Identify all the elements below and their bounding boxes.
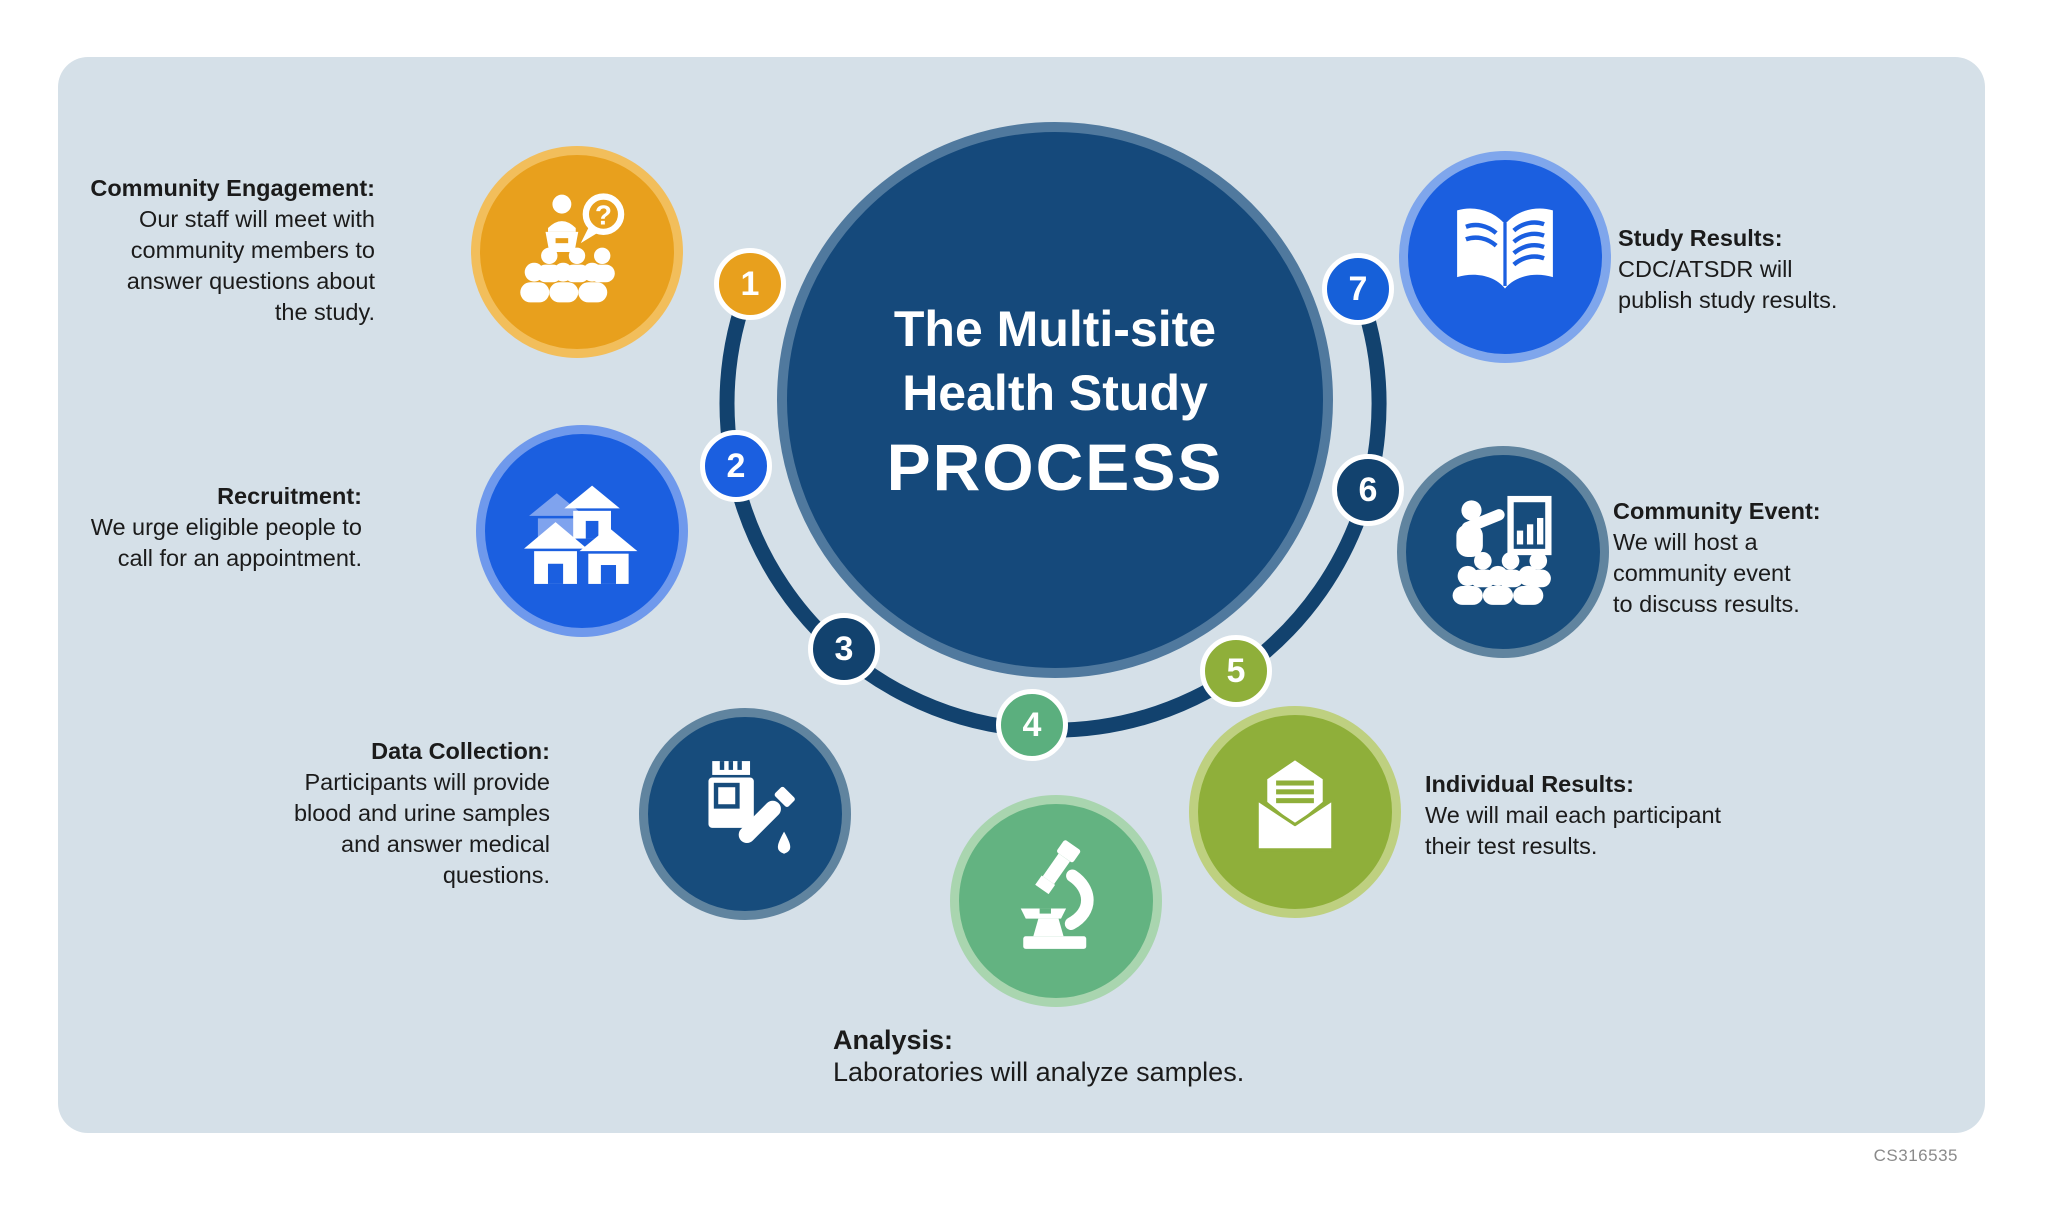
mail-envelope-icon <box>1255 760 1335 852</box>
houses-icon <box>524 485 638 584</box>
step-7-circle <box>1399 151 1611 363</box>
pill-bottle-test-tube-icon <box>708 761 795 854</box>
step-2-circle <box>476 425 688 637</box>
step-1-circle: ? <box>471 146 683 358</box>
step-1-description: Our staff will meet with community membe… <box>126 206 375 325</box>
step-4-circle <box>950 795 1162 1007</box>
open-book-icon <box>1457 208 1553 289</box>
step-1-label: Community Engagement: Our staff will mee… <box>60 173 375 328</box>
presentation-chart-icon <box>1452 495 1552 605</box>
step-3-circle <box>639 708 851 920</box>
step-2-description: We urge eligible people to call for an a… <box>90 514 362 571</box>
step-1-title: Community Engagement: <box>90 175 375 201</box>
step-3-badge: 3 <box>808 613 880 685</box>
step-3-label: Data Collection: Participants will provi… <box>245 736 550 891</box>
step-2-label: Recruitment: We urge eligible people to … <box>60 481 362 574</box>
step-6-title: Community Event: <box>1613 498 1821 524</box>
step-1-badge: 1 <box>714 248 786 320</box>
document-code: CS316535 <box>1873 1146 1958 1165</box>
page-title: The Multi-site Health Study PROCESS <box>777 297 1333 509</box>
step-4-title: Analysis: <box>833 1025 954 1055</box>
step-3-title: Data Collection: <box>371 738 550 764</box>
step-7-badge: 7 <box>1322 253 1394 325</box>
step-6-circle <box>1397 446 1609 658</box>
step-6-description: We will host a community event to discus… <box>1613 529 1800 617</box>
step-2-title: Recruitment: <box>217 483 362 509</box>
center-circle <box>777 122 1333 678</box>
title-line-1: The Multi-site <box>893 301 1217 357</box>
step-5-label: Individual Results: We will mail each pa… <box>1425 769 1865 862</box>
microscope-icon <box>1020 840 1094 949</box>
step-5-description: We will mail each participant their test… <box>1425 802 1722 859</box>
step-3-description: Participants will provide blood and urin… <box>293 769 550 888</box>
step-5-title: Individual Results: <box>1425 771 1634 797</box>
step-5-badge: 5 <box>1200 635 1272 707</box>
step-4-badge: 4 <box>996 689 1068 761</box>
title-line-2: Health Study <box>902 365 1208 421</box>
step-7-label: Study Results: CDC/ATSDR will publish st… <box>1618 223 1998 316</box>
title-line-3: PROCESS <box>886 430 1224 504</box>
step-5-circle <box>1189 706 1401 918</box>
step-4-label: Analysis: Laboratories will analyze samp… <box>833 1024 1333 1088</box>
step-7-description: CDC/ATSDR will publish study results. <box>1618 256 1838 313</box>
audience-question-icon: ? <box>520 193 625 303</box>
step-6-label: Community Event: We will host a communit… <box>1613 496 1993 620</box>
step-4-description: Laboratories will analyze samples. <box>833 1057 1245 1087</box>
step-7-title: Study Results: <box>1618 225 1783 251</box>
step-2-badge: 2 <box>700 430 772 502</box>
step-6-badge: 6 <box>1332 454 1404 526</box>
svg-text:?: ? <box>595 199 612 230</box>
